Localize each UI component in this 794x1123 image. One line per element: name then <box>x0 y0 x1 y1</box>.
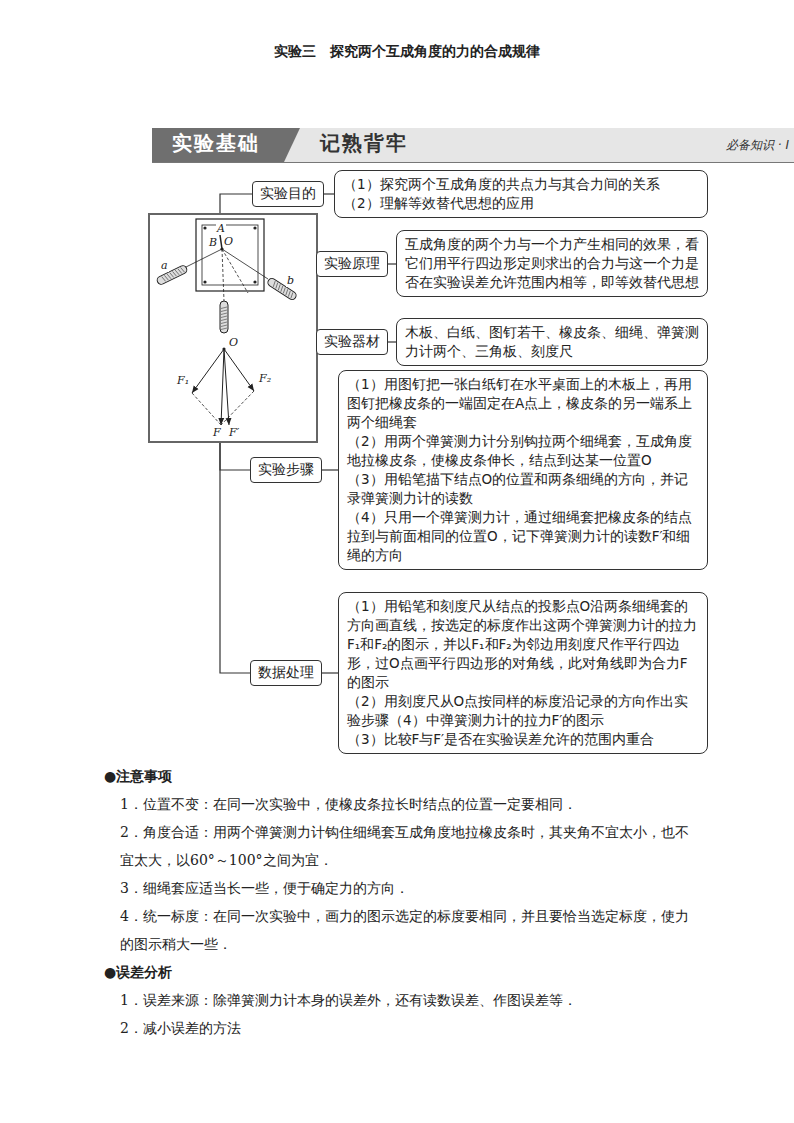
connector-line <box>220 194 252 213</box>
figure-label: F₁ <box>176 375 190 387</box>
category-box: 实验步骤 <box>250 457 322 483</box>
content-box: （1）探究两个互成角度的共点力与其合力间的关系（2）理解等效替代思想的应用 <box>334 170 708 218</box>
parallelogram-side <box>192 393 221 425</box>
board <box>196 219 264 291</box>
note-text: 3．细绳套应适当长一些，便于确定力的方向． <box>120 874 700 902</box>
pin <box>253 280 256 283</box>
pin <box>253 226 256 229</box>
string <box>186 249 222 267</box>
figure-label: O <box>228 337 239 349</box>
content-text: （4）只用一个弹簧测力计，通过细绳套把橡皮条的结点拉到与前面相同的位置O，记下弹… <box>347 508 699 565</box>
force-f-prime <box>224 349 229 425</box>
figure-label: b <box>286 275 295 287</box>
figure-label: B <box>208 237 218 249</box>
content-text: （3）用铅笔描下结点O的位置和两条细绳的方向，并记录弹簧测力计的读数 <box>347 470 699 508</box>
content-box: 互成角度的两个力与一个力产生相同的效果，看它们用平行四边形定则求出的合力与这一个… <box>396 230 708 297</box>
content-text: （2）用刻度尺从O点按同样的标度沿记录的方向作出实验步骤（4）中弹簧测力计的拉力… <box>347 692 699 730</box>
experiment-illustration <box>150 215 316 441</box>
category-text: 实验目的 <box>260 185 316 203</box>
note-text: 2．角度合适：用两个弹簧测力计钩住细绳套互成角度地拉橡皮条时，其夹角不宜太小，也… <box>120 818 700 874</box>
banner-heading: 实验基础 <box>172 130 260 157</box>
content-text: （1）用铅笔和刻度尺从结点的投影点O沿两条细绳套的方向画直线，按选定的标度作出这… <box>347 597 699 692</box>
figure-label: a <box>160 260 169 272</box>
figure-label: F₂ <box>258 373 272 385</box>
figure-label: F′ <box>228 427 240 439</box>
section-heading: ●注意事项 <box>104 762 700 790</box>
connector-line <box>322 672 338 673</box>
pin <box>203 226 206 229</box>
content-text: 互成角度的两个力与一个力产生相同的效果，看它们用平行四边形定则求出的合力与这一个… <box>405 235 699 292</box>
string <box>222 249 268 279</box>
rubber-band <box>220 235 222 249</box>
figure-label: O <box>223 236 234 248</box>
dashed-line <box>222 249 248 293</box>
note-text: 1．误差来源：除弹簧测力计本身的误差外，还有读数误差、作图误差等． <box>120 986 700 1014</box>
banner-dark <box>152 128 300 162</box>
content-box: 木板、白纸、图钉若干、橡皮条、细绳、弹簧测力计两个、三角板、刻度尺 <box>396 318 708 366</box>
content-box: （1）用图钉把一张白纸钉在水平桌面上的木板上，再用图钉把橡皮条的一端固定在A点上… <box>338 370 708 570</box>
connector-line <box>388 341 396 342</box>
connector-line <box>322 469 338 470</box>
connector-line <box>388 263 396 264</box>
content-text: （2）理解等效替代思想的应用 <box>343 194 699 213</box>
content-box: （1）用铅笔和刻度尺从结点的投影点O沿两条细绳套的方向画直线，按选定的标度作出这… <box>338 592 708 754</box>
pin <box>203 280 206 283</box>
category-box: 实验器材 <box>316 329 388 355</box>
section-heading: ●误差分析 <box>104 958 700 986</box>
force-f1 <box>192 349 224 393</box>
force-f2 <box>224 349 254 391</box>
content-text: （1）探究两个互成角度的共点力与其合力间的关系 <box>343 175 699 194</box>
category-box: 实验原理 <box>316 251 388 277</box>
banner-band <box>152 128 794 162</box>
connector-line <box>324 193 334 194</box>
category-text: 实验器材 <box>324 333 380 351</box>
banner-tag: 必备知识 · I <box>726 137 789 154</box>
note-text: 2．减小误差的方法 <box>120 1014 700 1042</box>
connector-line <box>220 443 250 470</box>
banner-subheading: 记熟背牢 <box>320 130 408 157</box>
figure-label: A <box>216 223 226 235</box>
content-text: （3）比较F与F′是否在实验误差允许的范围内重合 <box>347 730 699 749</box>
note-text: 1．位置不变：在同一次实验中，使橡皮条拉长时结点的位置一定要相同． <box>120 790 700 818</box>
category-text: 实验步骤 <box>258 461 314 479</box>
figure-box: ABOabOF₁F₂FF′ <box>148 213 318 443</box>
category-text: 实验原理 <box>324 255 380 273</box>
spring-scale <box>220 301 228 333</box>
parallelogram-side <box>221 391 254 425</box>
content-text: （1）用图钉把一张白纸钉在水平桌面上的木板上，再用图钉把橡皮条的一端固定在A点上… <box>347 375 699 432</box>
connector-line <box>220 443 250 673</box>
force-f <box>221 349 224 425</box>
content-text: 木板、白纸、图钉若干、橡皮条、细绳、弹簧测力计两个、三角板、刻度尺 <box>405 323 699 361</box>
content-text: （2）用两个弹簧测力计分别钩拉两个细绳套，互成角度地拉橡皮条，使橡皮条伸长，结点… <box>347 432 699 470</box>
page-title: 实验三 探究两个互成角度的力的合成规律 <box>0 43 794 61</box>
category-box: 实验目的 <box>252 181 324 207</box>
dashed-line <box>222 249 224 301</box>
category-text: 数据处理 <box>258 664 314 682</box>
note-text: 4．统一标度：在同一次实验中，画力的图示选定的标度要相同，并且要恰当选定标度，使… <box>120 902 700 958</box>
figure-label: F <box>212 427 222 439</box>
category-box: 数据处理 <box>250 660 322 686</box>
